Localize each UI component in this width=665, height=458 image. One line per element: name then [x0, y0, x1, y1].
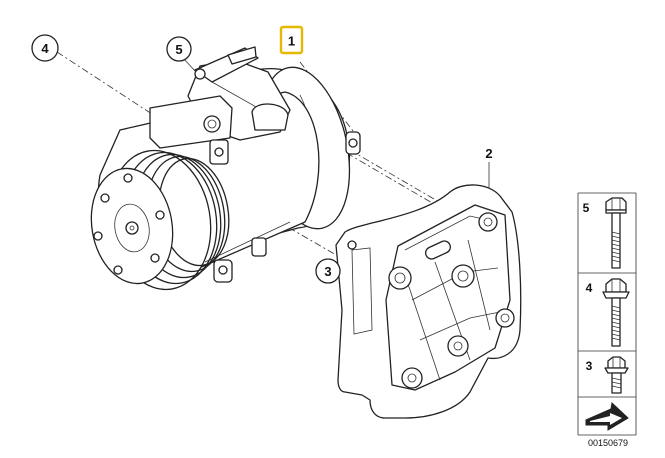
callout-1-label: 1: [288, 34, 295, 49]
document-number: 00150679: [588, 438, 628, 448]
direction-arrow-icon: [585, 401, 629, 431]
callout-3: 3: [315, 258, 341, 284]
flange-bolt-icon: [602, 278, 630, 347]
callout-4: 4: [31, 34, 59, 62]
legend-item-5-number: 5: [583, 201, 590, 215]
hex-bolt-long-icon: [605, 197, 627, 269]
callout-4-label: 4: [41, 41, 49, 56]
mounting-bracket: [335, 184, 522, 419]
short-bolt-icon: [604, 356, 629, 394]
callout-2: 2: [485, 146, 492, 161]
callout-5: 5: [166, 36, 192, 62]
callout-5-label: 5: [175, 42, 182, 57]
fastener-legend: 5 4 3: [577, 192, 637, 436]
callout-2-label: 2: [485, 146, 492, 161]
callout-1: 1: [279, 25, 304, 55]
compressor: [90, 46, 361, 291]
legend-item-3-number: 3: [586, 359, 593, 373]
callout-3-label: 3: [324, 264, 331, 279]
legend-item-4-number: 4: [586, 281, 593, 295]
